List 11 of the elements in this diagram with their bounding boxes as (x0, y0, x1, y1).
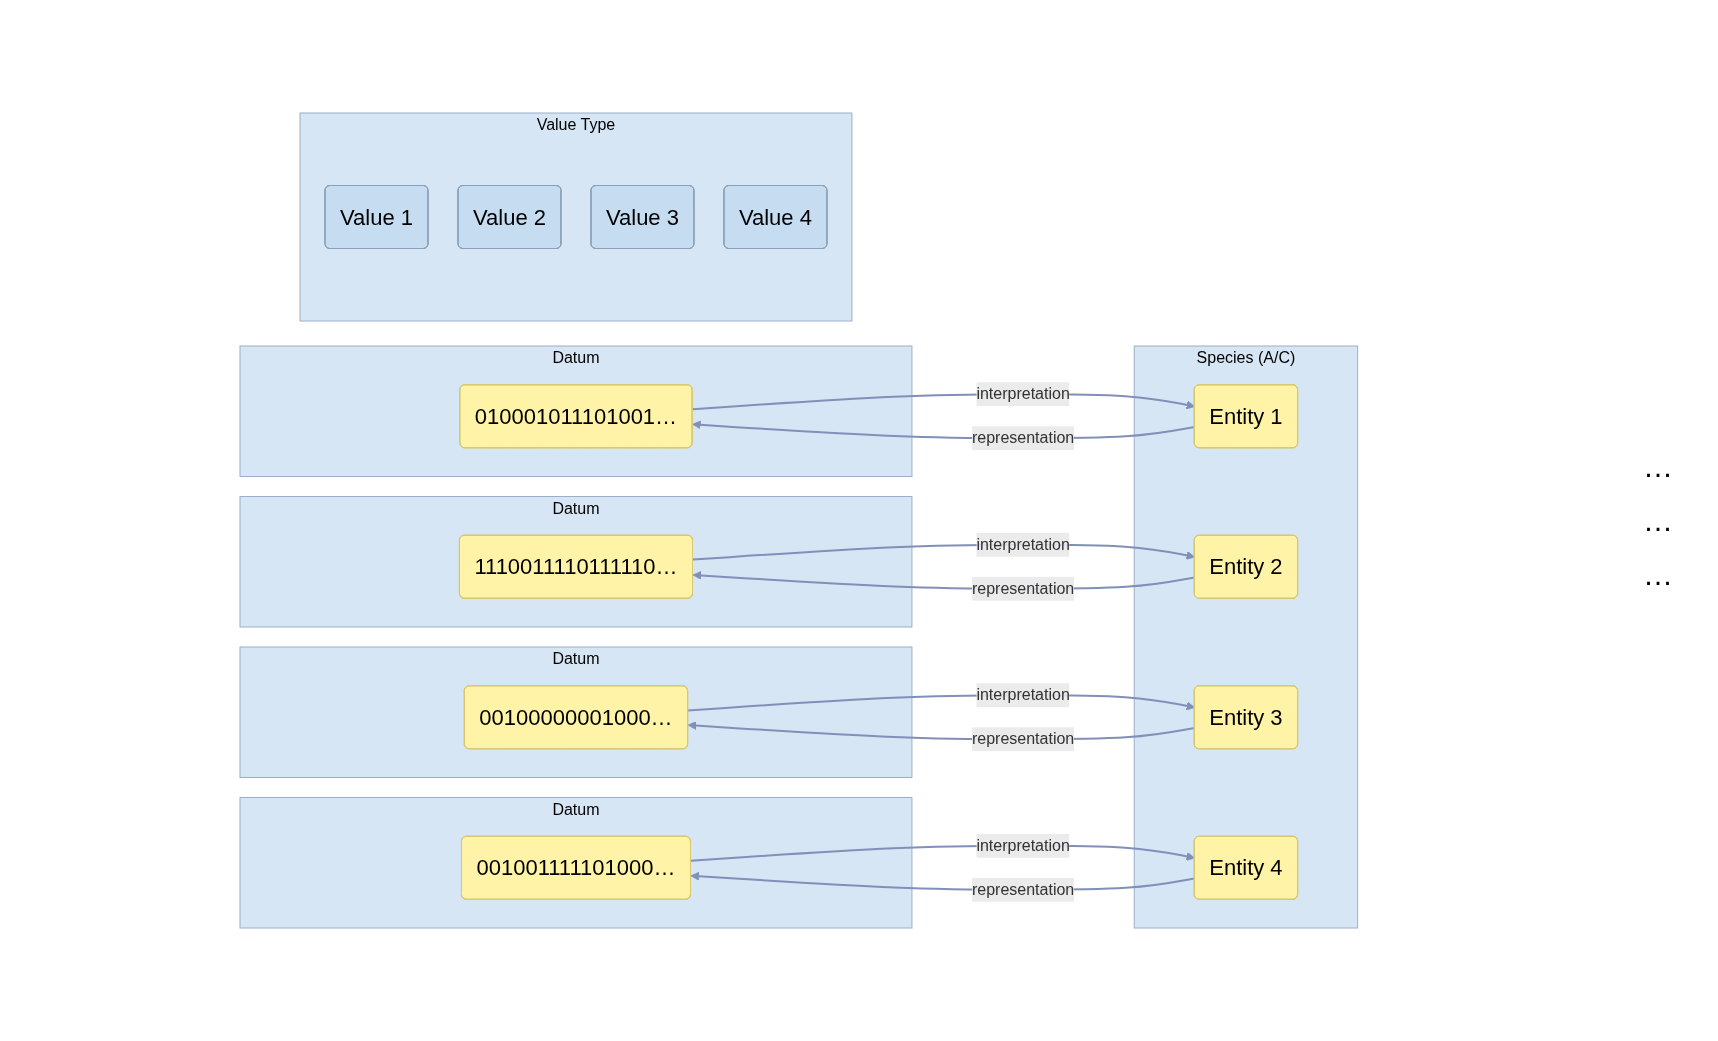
edge-label: interpretation (976, 385, 1070, 403)
ellipsis-label: … (1642, 503, 1674, 538)
edge-label: interpretation (976, 686, 1070, 704)
edge-label: representation (972, 880, 1075, 898)
edge-label: interpretation (976, 535, 1070, 553)
ellipsis-label: … (1642, 557, 1674, 592)
edge-label: interpretation (976, 836, 1070, 854)
edge-label: representation (972, 730, 1075, 748)
ellipsis-label: … (1642, 449, 1674, 484)
edge-label: representation (972, 429, 1075, 447)
edge-label: representation (972, 579, 1075, 597)
